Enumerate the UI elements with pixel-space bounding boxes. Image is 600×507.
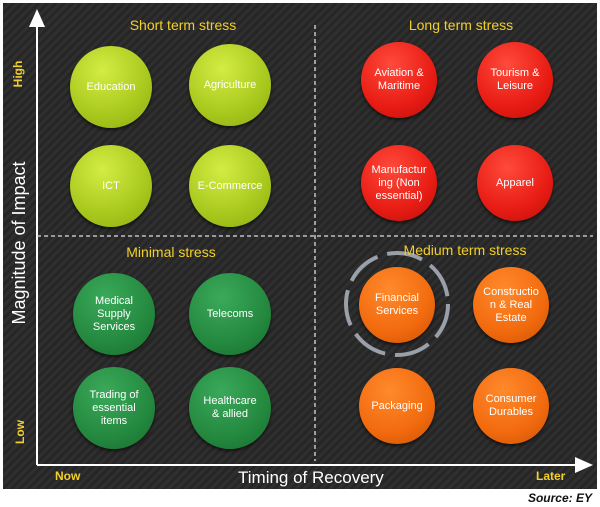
- bubble-aviation-maritime: Aviation & Maritime: [361, 42, 437, 118]
- x-axis-title: Timing of Recovery: [238, 468, 384, 487]
- bubble-medical-supply-services: Medical Supply Services: [73, 273, 155, 355]
- stress-matrix-panel: High Low Magnitude of Impact Now Later T…: [3, 3, 597, 489]
- y-axis-title: Magnitude of Impact: [9, 161, 29, 325]
- x-axis-later-label: Later: [536, 469, 566, 483]
- x-axis-now-label: Now: [55, 469, 81, 483]
- bubble-agriculture: Agriculture: [189, 44, 271, 126]
- bubble-financial-services: Financial Services: [359, 267, 435, 343]
- bubble-construction-real-estate: Constructio n & Real Estate: [473, 267, 549, 343]
- bubble-tourism-leisure: Tourism & Leisure: [477, 42, 553, 118]
- medium-term-stress-title: Medium term stress: [403, 242, 527, 258]
- bubble-e-commerce: E-Commerce: [189, 145, 271, 227]
- minimal-stress-title: Minimal stress: [126, 244, 216, 260]
- short-term-stress-title: Short term stress: [129, 17, 237, 33]
- long-term-stress-title: Long term stress: [408, 17, 514, 33]
- bubble-healthcare-allied: Healthcare & allied: [189, 367, 271, 449]
- source-caption: Source: EY: [527, 491, 592, 505]
- bubble-packaging: Packaging: [359, 368, 435, 444]
- bubble-manufacturing: Manufactur ing (Non essential): [361, 145, 437, 221]
- y-axis-high-label: High: [11, 60, 25, 88]
- bubble-consumer-durables: Consumer Durables: [473, 368, 549, 444]
- bubble-telecoms: Telecoms: [189, 273, 271, 355]
- bubble-apparel: Apparel: [477, 145, 553, 221]
- bubble-education: Education: [70, 46, 152, 128]
- bubble-trading-essential-items: Trading of essential items: [73, 367, 155, 449]
- bubble-ict: ICT: [70, 145, 152, 227]
- y-axis-low-label: Low: [13, 420, 27, 444]
- financial-services-highlight-ring: [344, 251, 450, 357]
